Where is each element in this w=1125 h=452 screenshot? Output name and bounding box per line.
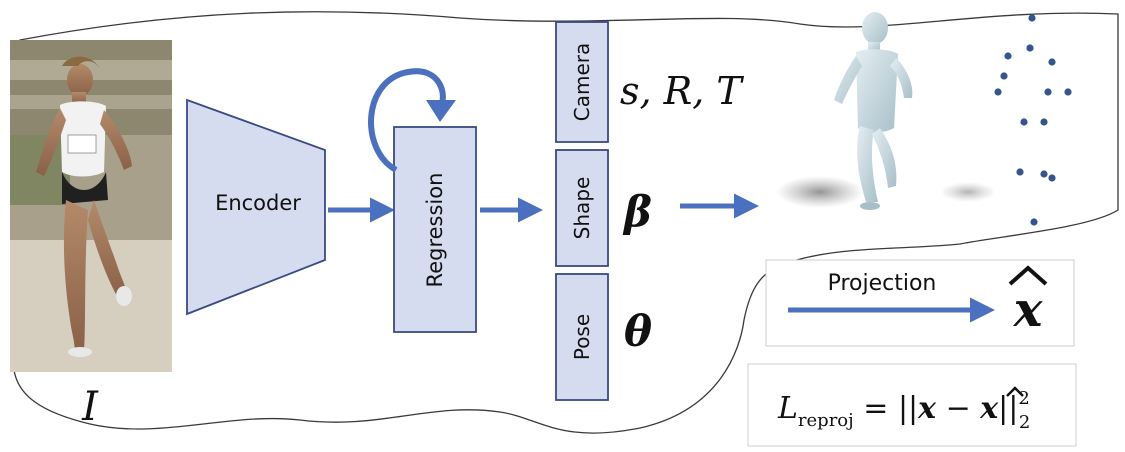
loss-sup: 2 xyxy=(1018,388,1029,409)
projection-label: Projection xyxy=(828,271,937,296)
pose-label: Pose xyxy=(570,314,594,360)
pose-symbol: θ xyxy=(624,307,652,356)
encoder-label: Encoder xyxy=(215,191,301,215)
encoder-block xyxy=(186,98,326,316)
projection-symbol: x xyxy=(1013,282,1044,338)
shape-box: Shape xyxy=(555,149,609,267)
projection-hat xyxy=(1008,265,1048,286)
joint-points xyxy=(994,14,1072,226)
camera-symbol: s, R, T xyxy=(620,69,744,113)
loss-equals: = || xyxy=(854,391,918,426)
loss-subscript: reproj xyxy=(798,410,854,431)
pose-box: Pose xyxy=(555,273,609,401)
loss-hat xyxy=(1006,386,1024,397)
camera-label: Camera xyxy=(570,43,594,122)
iteration-loop-arrow xyxy=(368,68,446,173)
shape-symbol: β xyxy=(622,187,652,236)
input-image xyxy=(10,40,172,372)
loss-symbol: L xyxy=(777,391,798,426)
camera-box: Camera xyxy=(555,21,609,143)
loss-sub: 2 xyxy=(1019,412,1030,433)
loss-close: || xyxy=(998,391,1018,426)
loss-xhat: x xyxy=(979,391,999,426)
regression-block xyxy=(393,126,477,333)
iteration-loop-arrowhead xyxy=(426,100,456,122)
input-symbol: I xyxy=(81,384,99,430)
shape-label: Shape xyxy=(570,177,594,240)
loss-minus: − xyxy=(936,391,980,426)
loss-box xyxy=(747,363,1077,447)
regression-label: Regression xyxy=(423,173,447,288)
body-mesh xyxy=(776,12,996,210)
loss-x: x xyxy=(917,391,937,426)
